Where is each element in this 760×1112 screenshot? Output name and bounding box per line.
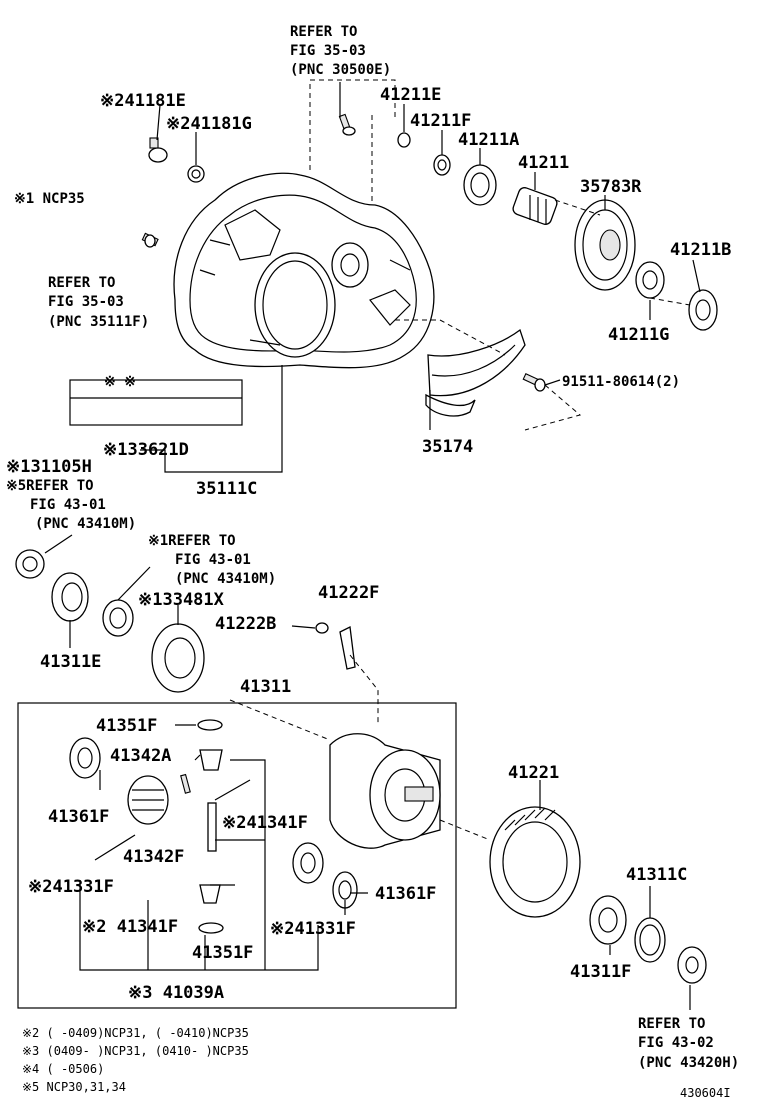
ref-line: FIG 35-03 [48,294,124,310]
part-label-41311E: 41311E [40,652,101,672]
pinion-41341F-lower [199,884,221,904]
bolt-30500E [338,113,356,136]
leader-lines [44,79,701,1010]
ref-43410M-b: ※1REFER TO FIG 43-01 (PNC 43410M) [148,533,276,587]
part-label-41341F-lower: ※2 41341F [82,917,178,937]
gasket-41181G [187,165,205,183]
part-label-35111C: 35111C [196,479,257,499]
side-gear-41331F-right [292,842,324,884]
shim-41211F [433,154,451,176]
washer-41361F-left [69,737,101,779]
ref-line: REFER TO [290,24,357,40]
part-label-41211F: 41211F [410,111,471,131]
ref-30500E: REFER TO FIG 35-03 (PNC 30500E) [290,24,391,78]
part-label-41342A: 41342A [110,746,171,766]
ref-line: FIG 43-02 [638,1035,714,1051]
ref-43420H: REFER TO FIG 43-02 (PNC 43420H) [638,1016,739,1071]
seal-43410M [102,599,134,637]
spacer-41211G [635,261,665,299]
washer-41351F-top [197,719,223,731]
bearing-41311E [51,572,89,622]
part-label-41342F: 41342F [123,847,184,867]
ref-line: (PNC 43410M) [175,571,276,587]
ref-line: REFER TO [638,1016,705,1032]
pin-41222B [315,622,329,634]
shim-41311C [634,917,666,963]
part-label-41039A: ※3 41039A [128,983,224,1003]
part-label-41361F-left: 41361F [48,807,109,827]
bearing-41311F [589,895,627,945]
pin-41342A [180,773,191,794]
oil-receiver-35174 [425,328,526,417]
transaxle-case [173,172,435,369]
ref-line: ※5REFER TO [6,478,94,494]
footnote-2: ※2 ( -0409)NCP31, ( -0410)NCP35 [22,1026,249,1040]
ref-35111F: REFER TO FIG 35-03 (PNC 35111F) [48,275,149,330]
differential-kit-box [17,702,457,1009]
pinion-41342A [199,749,223,771]
ref-line: REFER TO [48,275,115,291]
ref-line: (PNC 43420H) [638,1055,739,1071]
bearing-41211A [463,164,497,206]
seal-43420H [677,946,707,984]
bearing-41211B [688,289,718,331]
footnote-5: ※5 NCP30,31,34 [22,1080,126,1094]
ref-line: FIG 43-01 [30,497,106,513]
figure-id: 430604I [680,1086,731,1100]
ref-line: (PNC 35111F) [48,314,149,330]
diff-case-41311 [329,733,441,849]
ref-line: FIG 35-03 [290,43,366,59]
seal-33481X [151,623,205,693]
part-label-33621D: ※133621D [103,440,189,460]
part-label-41211A: 41211A [458,130,519,150]
part-label-41331F-right: ※241331F [270,919,356,939]
ref-43410M-a: ※5REFER TO FIG 43-01 (PNC 43410M) [6,478,136,532]
side-gear-41331F-left [127,775,169,825]
footnotes: ※2 ( -0409)NCP31, ( -0410)NCP35 ※3 (0409… [22,1026,249,1094]
part-label-41211B: 41211B [670,240,731,260]
plate-label: ※ ※ [104,374,136,390]
ring-gear-41221 [489,806,581,918]
part-label-41211G: 41211G [608,325,669,345]
part-label-41221: 41221 [508,763,559,783]
part-label-41211: 41211 [518,153,569,173]
part-label-41181E: ※241181E [100,91,186,111]
footnote-3: ※3 (0409- )NCP31, (0410- )NCP35 [22,1044,249,1058]
washer-41351F-lower [198,922,224,934]
part-label-41351F-top: 41351F [96,716,157,736]
seal-31105H [15,549,45,579]
ref-line: FIG 43-01 [175,552,251,568]
part-label-41222B: 41222B [215,614,276,634]
drain-plug-41181E [148,137,168,163]
part-label-41351F-lower: 41351F [192,943,253,963]
part-label-33481X: ※133481X [138,590,225,610]
part-label-41331F-left: ※241331F [28,877,114,897]
part-label-41222F: 41222F [318,583,379,603]
ref-line: ※1REFER TO [148,533,236,549]
part-label-41341F-upper: ※241341F [222,813,308,833]
part-label-31105H: ※131105H [6,457,92,477]
part-label-35783R: 35783R [580,177,642,197]
legend-note-1: ※1 NCP35 [14,191,85,207]
part-label-41311: 41311 [240,677,291,697]
part-label-91511-80614: 91511-80614(2) [562,374,680,390]
gear-41211 [512,187,558,225]
bolt-35111F [141,232,159,248]
part-label-41181G: ※241181G [166,114,252,134]
ref-line: (PNC 30500E) [290,62,391,78]
bolt-91511 [522,373,546,392]
part-label-41211E: 41211E [380,85,441,105]
footnote-4: ※4 ( -0506) [22,1062,104,1076]
shaft-41342F [207,802,217,852]
ref-line: (PNC 43410M) [35,516,136,532]
part-label-35174: 35174 [422,437,473,457]
part-label-41311F: 41311F [570,962,631,982]
part-label-41361F-right: 41361F [375,884,436,904]
plug-41211E [397,132,411,148]
plate-41222F [339,626,356,670]
gear-35783R [574,199,636,291]
part-label-41311C: 41311C [626,865,687,885]
